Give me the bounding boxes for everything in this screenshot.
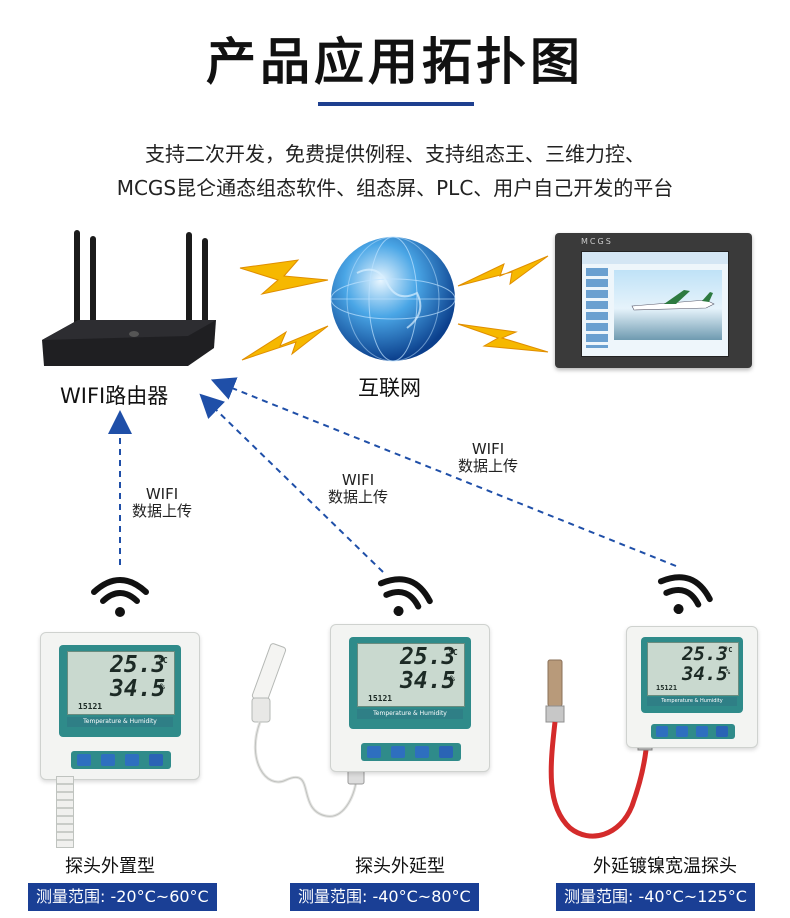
device-2-id-code: 15121 <box>368 694 393 703</box>
upload-label-2-wifi: WIFI <box>341 471 375 489</box>
hmi-screen-header <box>582 252 728 264</box>
device-2-name: 探头外延型 <box>355 856 445 877</box>
subtitle-line-2: MCGS昆仑通态组态软件、组态屏、PLC、用户自己开发的平台 <box>116 176 674 200</box>
device-2-menu-button[interactable] <box>367 746 381 758</box>
hmi-screen-menu <box>586 268 608 348</box>
wifi-router-icon <box>42 230 216 366</box>
device-2-range: 测量范围: -40°C~80°C <box>290 883 479 911</box>
upload-label-2: WIFI 数据上传 <box>318 472 398 506</box>
device-3-hum: 34.5 <box>682 663 728 685</box>
device-3-name: 外延镀镍宽温探头 <box>593 856 737 877</box>
device-2-lcd: 25.3 °C 34.5 % 15121 <box>357 643 465 707</box>
subtitle-line-1: 支持二次开发，免费提供例程、支持组态王、三维力控、 <box>145 142 645 166</box>
device-1-menu-button[interactable] <box>77 754 91 766</box>
device-1-hum-unit: % <box>160 682 165 691</box>
device-1-range: 测量范围: -20°C~60°C <box>28 883 217 911</box>
upload-label-1: WIFI 数据上传 <box>126 486 198 520</box>
airplane-icon <box>631 290 715 311</box>
upload-label-3-text: 数据上传 <box>457 457 518 475</box>
upload-label-1-wifi: WIFI <box>145 485 179 503</box>
device-2-temp-unit: °C <box>448 648 458 657</box>
arrow-device3-to-router <box>210 377 677 567</box>
device-1-id-code: 15121 <box>78 702 103 711</box>
device-3-probe-cable <box>545 659 653 839</box>
device-1-home-button[interactable] <box>125 754 139 766</box>
router-label: WIFI路由器 <box>60 384 169 408</box>
title-underline <box>318 102 474 106</box>
lightning-left-icon <box>239 259 329 361</box>
device-3-temp-unit: °C <box>724 646 733 654</box>
device-3-down-button[interactable] <box>676 726 688 737</box>
device-2-button-row <box>361 743 461 761</box>
device-3-ok-button[interactable] <box>716 726 728 737</box>
device-1-ok-button[interactable] <box>149 754 163 766</box>
device-1-band: Temperature & Humidity <box>67 717 173 727</box>
lightning-right-icon <box>457 255 549 353</box>
device-1-name: 探头外置型 <box>65 856 155 877</box>
wifi-icon-3 <box>657 574 713 615</box>
device-1-down-button[interactable] <box>101 754 115 766</box>
device-3-home-button[interactable] <box>696 726 708 737</box>
upload-label-3-wifi: WIFI <box>471 440 505 458</box>
device-2-home-button[interactable] <box>415 746 429 758</box>
logger-device-1: 25.3 °C 34.5 % 15121 Temperature & Humid… <box>40 632 200 780</box>
internet-label: 互联网 <box>358 376 421 400</box>
hmi-screen-picture <box>614 270 722 340</box>
wifi-icon-1 <box>91 577 149 617</box>
logger-device-2: 25.3 °C 34.5 % 15121 Temperature & Humid… <box>330 624 490 772</box>
arrow-device2-to-router <box>199 393 384 573</box>
device-3-id-code: 15121 <box>656 684 678 692</box>
page-title: 产品应用拓扑图 <box>206 33 584 91</box>
device-3-menu-button[interactable] <box>656 726 668 737</box>
device-3-lcd: 25.3 °C 34.5 % 15121 <box>647 642 739 696</box>
device-2-probe-cable <box>251 643 365 818</box>
device-2-temp: 25.3 <box>400 644 456 670</box>
device-2-ok-button[interactable] <box>439 746 453 758</box>
device-1-button-row <box>71 751 171 769</box>
device-1-probe <box>56 776 74 848</box>
device-1-temp: 25.3 <box>110 652 166 678</box>
upload-label-2-text: 数据上传 <box>327 488 388 506</box>
hmi-brand: MCGS <box>581 237 613 246</box>
upload-label-1-text: 数据上传 <box>131 502 192 520</box>
device-3-band: Temperature & Humidity <box>647 697 737 706</box>
wifi-icon-2 <box>377 576 433 617</box>
device-3-hum-unit: % <box>726 668 731 676</box>
internet-globe-icon <box>330 236 456 362</box>
device-2-down-button[interactable] <box>391 746 405 758</box>
logger-device-3: 25.3 °C 34.5 % 15121 Temperature & Humid… <box>626 626 758 748</box>
hmi-screen <box>581 251 729 357</box>
device-2-band: Temperature & Humidity <box>357 709 463 719</box>
mcgs-touch-panel: MCGS <box>555 233 752 368</box>
device-3-range: 测量范围: -40°C~125°C <box>556 883 755 911</box>
device-2-hum-unit: % <box>450 674 455 683</box>
device-2-hum: 34.5 <box>400 668 456 694</box>
device-1-lcd: 25.3 °C 34.5 % 15121 <box>67 651 175 715</box>
device-1-temp-unit: °C <box>158 656 168 665</box>
device-3-temp: 25.3 <box>682 643 728 665</box>
device-3-button-row <box>651 724 735 739</box>
device-1-hum: 34.5 <box>110 676 166 702</box>
upload-label-3: WIFI 数据上传 <box>448 441 528 475</box>
